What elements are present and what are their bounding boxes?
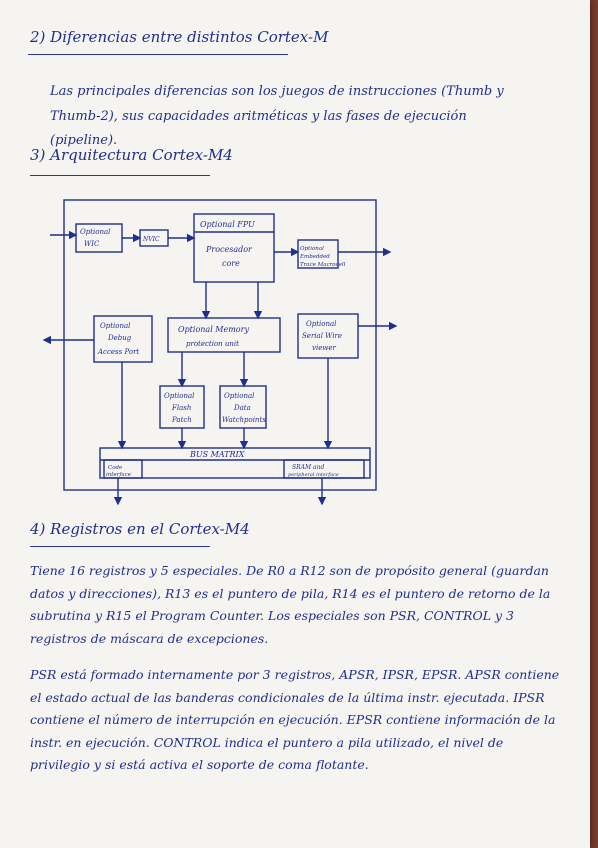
svg-text:Patch: Patch: [171, 416, 192, 424]
section-2-heading: 2) Diferencias entre distintos Cortex-M: [30, 28, 329, 46]
svg-text:Optional: Optional: [224, 392, 254, 400]
wic-label: Optional: [80, 228, 110, 236]
svg-text:BUS MATRIX: BUS MATRIX: [189, 450, 245, 459]
svg-text:Flash: Flash: [171, 404, 191, 412]
svg-text:Optional: Optional: [100, 322, 130, 330]
svg-text:Access Port: Access Port: [97, 348, 139, 356]
section-2-body: Las principales diferencias son los jueg…: [50, 84, 504, 149]
section-2-underline: [28, 54, 288, 55]
svg-text:core: core: [222, 259, 240, 268]
svg-text:Data: Data: [233, 404, 251, 412]
svg-text:Procesador: Procesador: [205, 245, 253, 254]
svg-text:Debug: Debug: [107, 334, 132, 342]
svg-text:peripheral interface: peripheral interface: [288, 472, 339, 478]
svg-text:protection unit: protection unit: [186, 340, 239, 348]
svg-text:Trace Macrocell: Trace Macrocell: [300, 262, 346, 268]
section-4-paragraph-1: Tiene 16 registros y 5 especiales. De R0…: [30, 563, 551, 646]
svg-text:Code: Code: [108, 465, 123, 471]
svg-text:Optional: Optional: [300, 246, 324, 252]
svg-text:interface: interface: [106, 472, 132, 478]
section-4-underline: [30, 546, 210, 547]
mpu-block: [167, 317, 281, 353]
svg-text:NVIC: NVIC: [142, 236, 160, 243]
section-4-heading: 4) Registros en el Cortex-M4: [30, 520, 250, 538]
dap-block: [93, 315, 153, 363]
svg-text:Watchpoints: Watchpoints: [222, 416, 266, 424]
svg-text:Optional FPU: Optional FPU: [200, 220, 255, 229]
core-block: [193, 213, 275, 283]
svg-text:Optional Memory: Optional Memory: [178, 325, 249, 334]
svg-text:SRAM and: SRAM and: [292, 464, 324, 471]
processor-outline: [63, 199, 377, 491]
section-4-paragraph-2: PSR está formado internamente por 3 regi…: [30, 667, 560, 772]
svg-text:Optional: Optional: [164, 392, 194, 400]
svg-text:Optional: Optional: [306, 320, 336, 328]
svg-text:Serial Wire: Serial Wire: [302, 332, 342, 340]
svg-text:viewer: viewer: [312, 344, 336, 352]
svg-text:Embedded: Embedded: [299, 254, 330, 260]
section-3-underline: [30, 175, 210, 176]
bus-matrix-block: [99, 447, 371, 479]
svg-text:WIC: WIC: [84, 240, 100, 248]
section-3-heading: 3) Arquitectura Cortex-M4: [30, 146, 233, 164]
